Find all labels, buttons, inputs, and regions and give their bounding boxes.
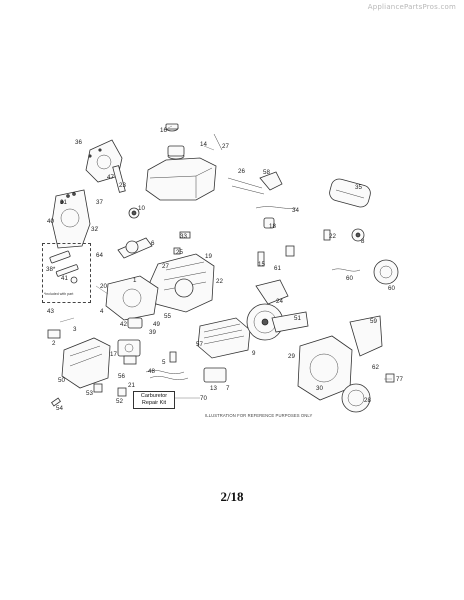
callout-6: 6 [151, 240, 155, 247]
callout-77: 77 [396, 376, 403, 383]
electric-starter [329, 178, 371, 208]
callout-39: 39 [149, 329, 156, 336]
inset-small-parts [49, 250, 79, 284]
air-cleaner-cover [61, 337, 111, 389]
callout-40: 40 [47, 218, 54, 225]
carburetor-kit-line1: Carburetor [140, 393, 168, 399]
callout-33: 33 [180, 233, 187, 240]
muffler [197, 317, 251, 359]
callout-49: 49 [153, 321, 160, 328]
callout-20: 20 [100, 283, 107, 290]
inset-note: *included with part [44, 292, 74, 296]
callout-17: 17 [110, 351, 117, 358]
page-number: 2/18 [220, 489, 244, 504]
callout-13: 13 [210, 385, 217, 392]
callout-64: 64 [96, 252, 103, 259]
callout-42: 42 [120, 321, 127, 328]
side-cover [51, 189, 91, 249]
carburetor [117, 339, 141, 365]
shroud [255, 279, 289, 305]
callout-26: 26 [238, 168, 245, 175]
ignition-coil [263, 217, 275, 229]
callout-70: 70 [200, 395, 207, 402]
callout-15: 15 [258, 261, 265, 268]
crankcase [105, 275, 159, 321]
callout-30: 30 [316, 385, 323, 392]
callout-10: 10 [138, 205, 145, 212]
callout-22b: 22 [216, 278, 223, 285]
inset-detail-box [42, 243, 91, 303]
callout-1: 1 [133, 277, 137, 284]
callout-37: 37 [96, 199, 103, 206]
callout-48: 48 [148, 368, 155, 375]
disclaimer: ILLUSTRATION FOR REFERENCE PURPOSES ONLY [205, 413, 313, 418]
governor-gear [128, 207, 140, 219]
callout-19: 19 [205, 253, 212, 260]
callout-25: 25 [176, 249, 183, 256]
callout-3: 3 [73, 326, 77, 333]
callout-34: 34 [292, 207, 299, 214]
callout-50: 50 [58, 377, 65, 384]
hardware-fasteners [47, 148, 395, 407]
callout-28: 28 [364, 397, 371, 404]
carburetor-repair-kit-label: Carburetor Repair Kit [133, 391, 175, 409]
callout-55: 55 [164, 313, 171, 320]
callout-56: 56 [118, 373, 125, 380]
starter-cup [373, 259, 399, 285]
callout-51: 51 [294, 315, 301, 322]
spark-plug [257, 251, 265, 267]
intake-manifold [127, 317, 143, 329]
callout-16: 16 [160, 127, 167, 134]
callout-52: 52 [116, 398, 123, 405]
fuel-cap [165, 123, 179, 132]
callout-5: 5 [162, 359, 166, 366]
callout-57: 57 [196, 341, 203, 348]
callout-8: 8 [361, 238, 365, 245]
callout-7: 7 [226, 385, 230, 392]
callout-43: 43 [47, 308, 54, 315]
starter-pinion [351, 228, 365, 242]
callout-61: 61 [274, 265, 281, 272]
flywheel [246, 303, 284, 341]
heat-shield [271, 311, 309, 333]
callout-9: 9 [252, 350, 256, 357]
engine-block [149, 253, 215, 313]
callout-35: 35 [355, 184, 362, 191]
callout-14: 14 [200, 141, 207, 148]
callout-23: 23 [119, 182, 126, 189]
callout-41: 41 [61, 275, 68, 282]
dipstick [112, 165, 126, 193]
callout-4: 4 [100, 308, 104, 315]
baffle-plate [349, 315, 383, 357]
callout-36: 36 [75, 139, 82, 146]
callout-31: 31 [60, 199, 67, 206]
callout-24: 24 [276, 298, 283, 305]
callout-54: 54 [56, 405, 63, 412]
callout-29: 29 [288, 353, 295, 360]
callout-21: 21 [128, 382, 135, 389]
callout-18: 18 [269, 223, 276, 230]
callout-58: 58 [263, 169, 270, 176]
callout-38: 38* [46, 266, 56, 273]
recoil-starter [341, 383, 371, 413]
fuel-tank [145, 145, 217, 201]
watermark: AppliancePartsPros.com [367, 3, 456, 11]
callout-27: 27 [222, 143, 229, 150]
callout-22: 22 [329, 233, 336, 240]
muffler-bracket [203, 367, 227, 383]
callout-60: 60 [346, 275, 353, 282]
callout-53: 53 [86, 390, 93, 397]
camshaft [117, 237, 153, 259]
callout-60b: 60 [388, 285, 395, 292]
callout-32: 32 [91, 226, 98, 233]
callout-47: 47 [107, 174, 114, 181]
callout-27b: 27 [162, 263, 169, 270]
callout-59: 59 [370, 318, 377, 325]
carburetor-kit-line2: Repair Kit [141, 400, 167, 406]
callout-2: 2 [52, 340, 56, 347]
callout-62: 62 [372, 364, 379, 371]
choke-lever [259, 171, 283, 191]
